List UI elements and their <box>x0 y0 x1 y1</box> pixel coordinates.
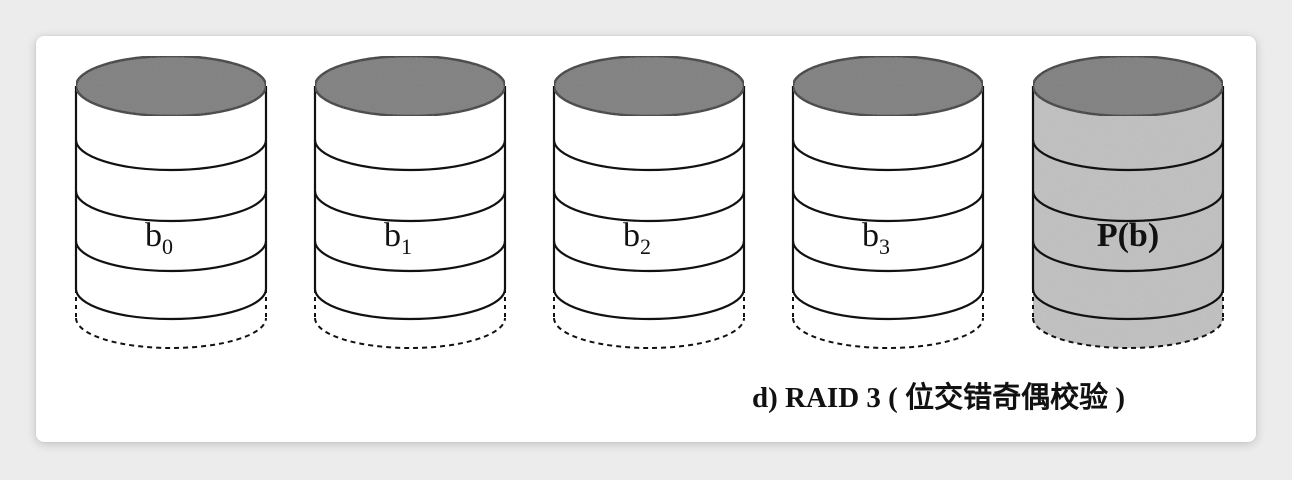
disk-stripe-line <box>313 288 507 321</box>
disk-stripe-line <box>74 288 268 321</box>
disk-stripe-line <box>313 139 507 172</box>
caption-text: 位交错奇偶校验 <box>905 380 1109 414</box>
disk-bottom-arc <box>553 317 745 349</box>
disk-bottom-arc <box>75 317 267 349</box>
disk-label: b1 <box>384 217 412 259</box>
disk-stripe-line <box>74 139 268 172</box>
caption-prefix: d) RAID 3 ( <box>752 382 906 414</box>
disk-stripe-line <box>552 288 746 321</box>
disk-body <box>76 86 266 348</box>
disk-2: b2 <box>552 54 746 349</box>
disk-label: b0 <box>145 217 173 259</box>
disk-label: b2 <box>623 217 651 259</box>
disk-stripe-line <box>74 240 268 273</box>
disk-4: P(b) <box>1031 54 1225 349</box>
disk-body <box>1033 86 1223 348</box>
disk-3: b3 <box>791 54 985 349</box>
disk-stripe-line <box>1031 240 1225 273</box>
disk-label: b3 <box>862 217 890 259</box>
disk-stripe-line <box>552 240 746 273</box>
disk-stripe-line <box>791 240 985 273</box>
disk-top <box>74 54 268 118</box>
disk-stripe-line <box>313 240 507 273</box>
disk-stripe-line <box>1031 288 1225 321</box>
disk-stripe-line <box>552 139 746 172</box>
disk-stripe-line <box>552 190 746 223</box>
disk-body <box>554 86 744 348</box>
disk-bottom-arc <box>792 317 984 349</box>
disk-stripe-line <box>791 190 985 223</box>
disk-stripe-line <box>1031 190 1225 223</box>
disk-body <box>793 86 983 348</box>
disk-1: b1 <box>313 54 507 349</box>
disk-stripe-line <box>1031 139 1225 172</box>
disk-stripe-line <box>74 190 268 223</box>
disk-stripe-line <box>791 288 985 321</box>
disk-stripe-line <box>313 190 507 223</box>
disk-bottom-arc <box>1032 317 1224 349</box>
disk-top <box>552 54 746 118</box>
diagram-caption: d) RAID 3 ( 位交错奇偶校验 ) <box>752 374 1232 414</box>
disk-0: b0 <box>74 54 268 349</box>
caption-suffix: ) <box>1108 382 1125 414</box>
disk-top <box>791 54 985 118</box>
disk-top <box>313 54 507 118</box>
disk-stripe-line <box>791 139 985 172</box>
disk-label: P(b) <box>1097 217 1159 254</box>
disk-body <box>315 86 505 348</box>
disk-top <box>1031 54 1225 118</box>
disk-bottom-arc <box>314 317 506 349</box>
